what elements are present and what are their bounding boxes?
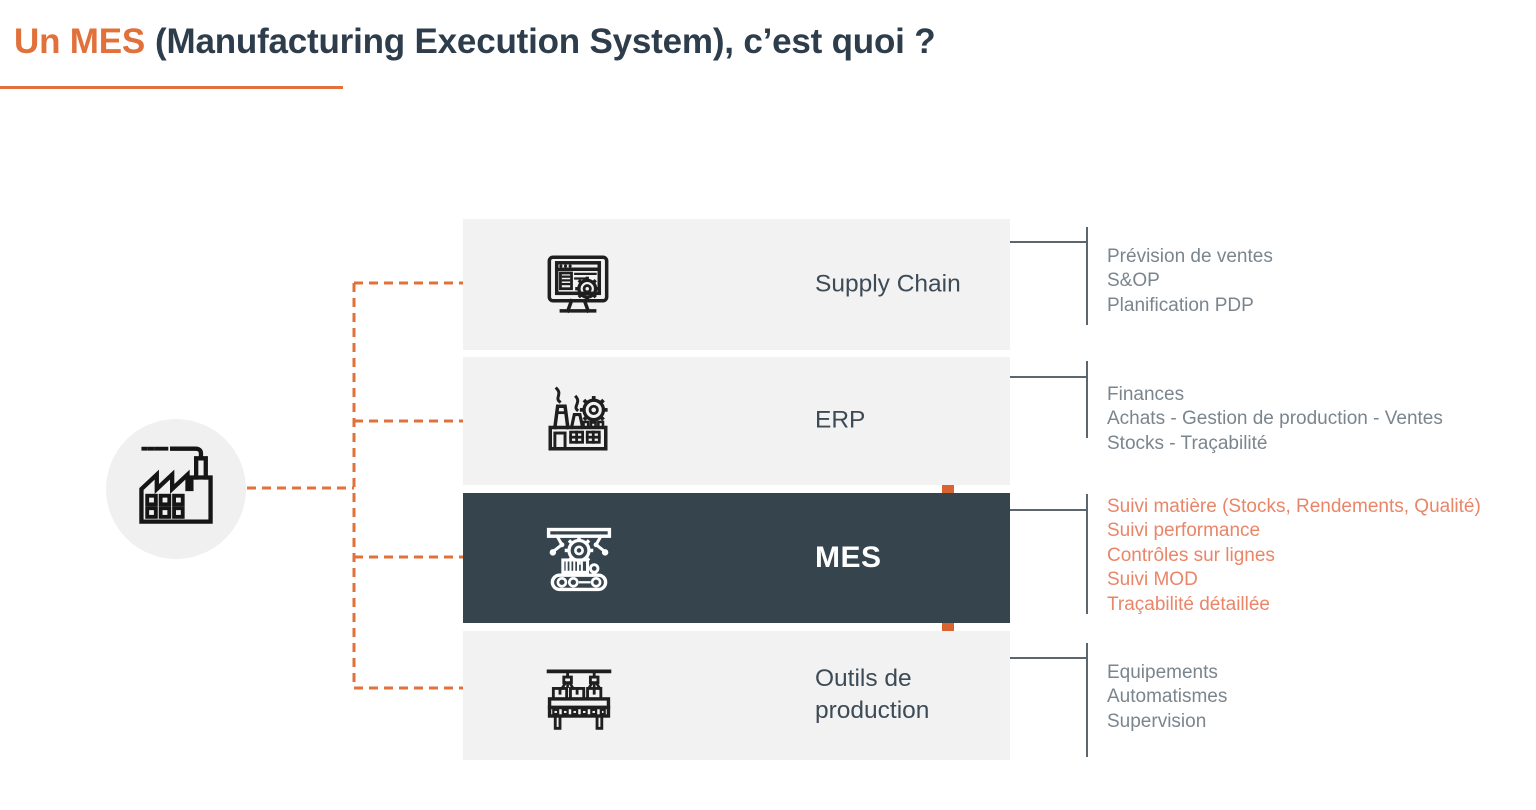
annotation-line: Finances — [1107, 384, 1185, 405]
title-rest: (Manufacturing Execution System), c’est … — [155, 22, 936, 61]
layer-mes: MES — [463, 493, 1010, 623]
annotation-line: Stocks - Traçabilité — [1107, 432, 1268, 454]
outils-annotations: Equipements Automatismes Supervision — [1107, 661, 1227, 734]
annotation-line: S&OP — [1107, 270, 1160, 292]
layer-supply-chain: Supply Chain — [463, 219, 1010, 350]
page-title: Un MES(Manufacturing Execution System), … — [14, 22, 936, 62]
monitor-gear-icon — [541, 248, 615, 322]
gray-bracket-connectors — [996, 227, 1088, 757]
annotation-line: Suivi MOD — [1107, 569, 1198, 591]
mes-annotations: Suivi matière (Stocks, Rendements, Quali… — [1107, 495, 1481, 617]
factory-icon — [139, 446, 213, 524]
annotation-line: Automatismes — [1107, 686, 1228, 708]
annotation-line: Equipements — [1107, 662, 1218, 683]
factory-hub — [106, 419, 246, 559]
erp-annotations: Finances Achats - Gestion de production … — [1107, 383, 1443, 456]
layer-label-outils-de-production: Outils de production — [815, 664, 930, 725]
layer-erp: ERP — [463, 357, 1010, 485]
annotation-line: Traçabilité détaillée — [1107, 593, 1270, 615]
supply-chain-annotations: Prévision de ventes S&OP Planification P… — [1107, 245, 1273, 318]
annotation-line: Planification PDP — [1107, 294, 1254, 316]
annotation-line: Supervision — [1107, 710, 1207, 732]
title-underline — [0, 86, 343, 89]
annotation-line: Suivi performance — [1107, 520, 1261, 542]
gripper-conveyor-icon — [541, 659, 615, 733]
orange-dashed-connectors — [247, 281, 463, 690]
annotation-line: Contrôles sur lignes — [1107, 544, 1275, 566]
layer-label-erp: ERP — [815, 406, 866, 434]
layer-outils-de-production: Outils de production — [463, 631, 1010, 760]
layer-label-supply-chain: Supply Chain — [815, 270, 961, 298]
title-highlight: Un MES — [14, 22, 146, 61]
annotation-line: Achats - Gestion de production - Ventes — [1107, 408, 1443, 430]
robot-conveyor-icon — [541, 521, 615, 595]
annotation-line: Prévision de ventes — [1107, 246, 1273, 267]
annotation-line: Suivi matière (Stocks, Rendements, Quali… — [1107, 496, 1481, 517]
layer-label-mes: MES — [815, 540, 882, 574]
factory-gear-icon — [541, 384, 615, 458]
